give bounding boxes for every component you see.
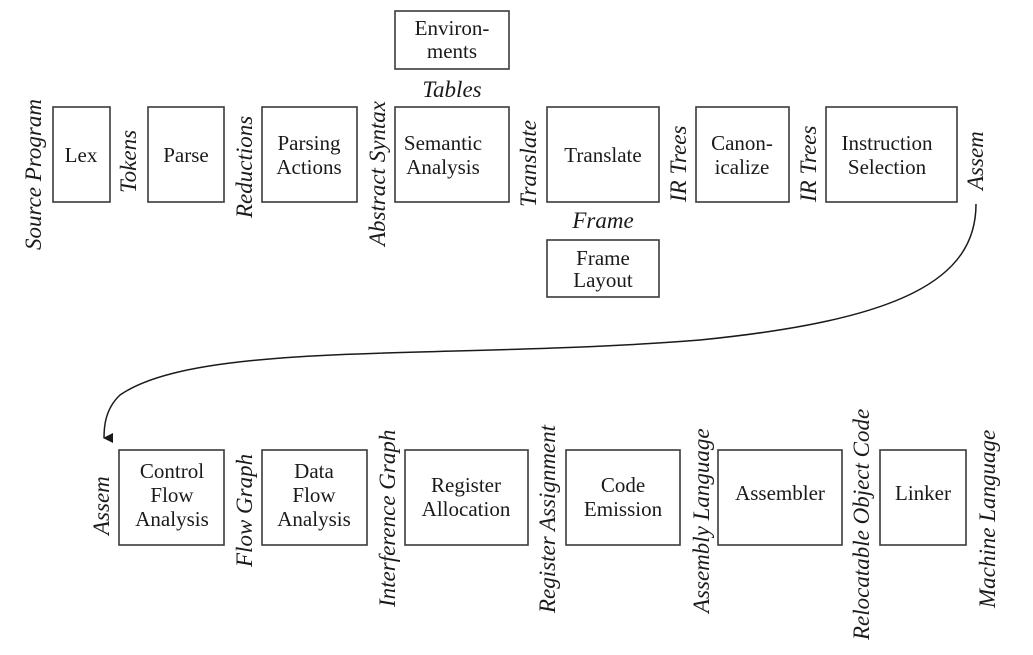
svg-text:Lex: Lex xyxy=(65,143,98,167)
box-environments-line: ments xyxy=(427,39,477,63)
box-assembler: Assembler xyxy=(717,449,843,546)
label-flow-graph: Flow Graph xyxy=(232,454,257,568)
svg-text:Assembler: Assembler xyxy=(735,481,825,505)
box-linker-line: Linker xyxy=(895,481,951,505)
box-environments-line: Environ- xyxy=(415,16,490,40)
box-control-flow-analysis-line: Control xyxy=(140,459,204,483)
box-register-allocation-line: Allocation xyxy=(422,497,511,521)
label-frame: Frame xyxy=(571,208,633,233)
label-tables: Tables xyxy=(422,77,481,102)
box-environments: Environ-ments xyxy=(394,10,510,70)
box-translate: Translate xyxy=(546,106,660,203)
box-canonicalize-line: icalize xyxy=(715,155,770,179)
box-parse: Parse xyxy=(147,106,225,203)
box-control-flow-analysis-line: Analysis xyxy=(135,507,209,531)
label-assembly-language: Assembly Language xyxy=(689,428,714,615)
label-assem-top: Assem xyxy=(963,131,988,192)
label-ir-trees-1: IR Trees xyxy=(666,126,691,203)
label-source-program: Source Program xyxy=(21,99,46,250)
label-tokens: Tokens xyxy=(116,130,141,193)
box-translate-line: Translate xyxy=(564,143,641,167)
label-ir-trees-2: IR Trees xyxy=(796,126,821,203)
box-canonicalize: Canon-icalize xyxy=(695,106,790,203)
box-frame-layout-line: Layout xyxy=(573,268,633,292)
label-assem-bottom: Assem xyxy=(89,476,114,537)
svg-text:Linker: Linker xyxy=(895,481,951,505)
box-semantic-analysis-line: Semantic xyxy=(404,131,482,155)
box-parsing-actions-line: Parsing xyxy=(278,131,342,155)
box-canonicalize-line: Canon- xyxy=(711,131,773,155)
label-relocatable-object-code: Relocatable Object Code xyxy=(849,409,874,641)
label-reductions: Reductions xyxy=(232,116,257,219)
box-control-flow-analysis-line: Flow xyxy=(150,483,194,507)
box-instruction-selection-line: Instruction xyxy=(842,131,933,155)
box-code-emission-line: Emission xyxy=(584,497,663,521)
label-abstract-syntax: Abstract Syntax xyxy=(365,100,390,248)
svg-text:Parse: Parse xyxy=(163,143,209,167)
box-register-allocation-line: Register xyxy=(431,473,501,497)
label-machine-language: Machine Language xyxy=(975,430,1000,609)
box-data-flow-analysis-line: Data xyxy=(294,459,334,483)
svg-text:Environ-ments: Environ-ments xyxy=(415,16,490,63)
label-translate: Translate xyxy=(516,120,541,207)
svg-text:Translate: Translate xyxy=(564,143,641,167)
box-linker: Linker xyxy=(879,449,967,546)
box-data-flow-analysis-line: Analysis xyxy=(277,507,351,531)
box-semantic-analysis-line: Analysis xyxy=(406,155,480,179)
label-interference-graph: Interference Graph xyxy=(375,430,400,608)
box-lex-line: Lex xyxy=(65,143,98,167)
box-code-emission-line: Code xyxy=(601,473,645,497)
svg-text:Canon-icalize: Canon-icalize xyxy=(711,131,773,179)
box-parsing-actions-line: Actions xyxy=(276,155,341,179)
box-data-flow-analysis-line: Flow xyxy=(292,483,336,507)
box-frame-layout-line: Frame xyxy=(576,246,630,270)
box-lex: Lex xyxy=(52,106,111,203)
box-assembler-line: Assembler xyxy=(735,481,825,505)
label-register-assignment: Register Assignment xyxy=(535,424,560,614)
box-parse-line: Parse xyxy=(163,143,209,167)
flow-arrow xyxy=(103,203,977,444)
box-instruction-selection-line: Selection xyxy=(848,155,927,179)
